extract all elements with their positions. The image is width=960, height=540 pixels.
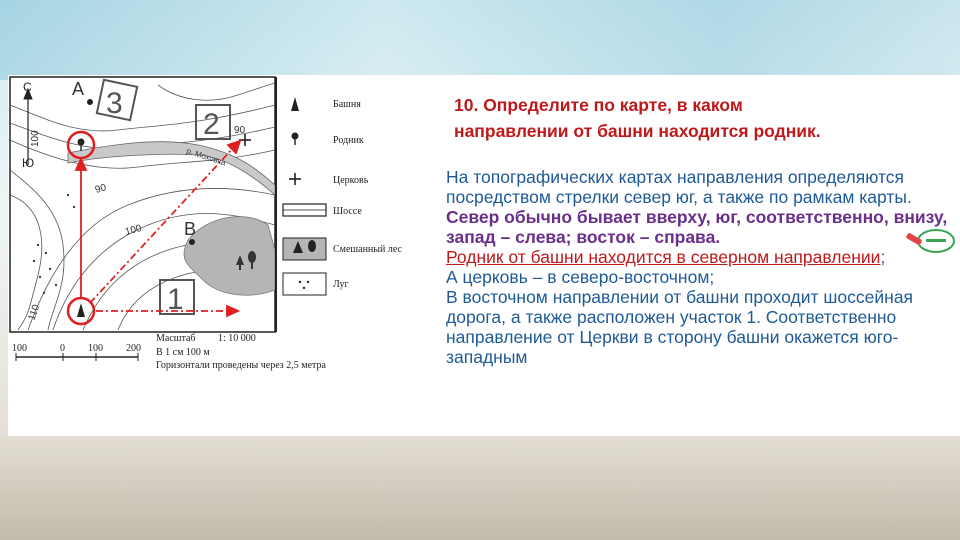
background-sky bbox=[0, 0, 960, 80]
spring-icon bbox=[77, 138, 85, 151]
meadow-dots bbox=[32, 193, 76, 295]
background-sand bbox=[0, 436, 960, 540]
contour-label: 110 bbox=[26, 303, 42, 322]
answer-paragraph-2: Родник от башни находится в северном нап… bbox=[446, 247, 958, 267]
answer-paragraph-1: На топографических картах направления оп… bbox=[446, 167, 958, 247]
text-area: 10. Определите по карте, в каком направл… bbox=[446, 92, 958, 367]
question-title: 10. Определите по карте, в каком направл… bbox=[454, 92, 958, 144]
svg-text:100: 100 bbox=[88, 343, 103, 354]
svg-text:2: 2 bbox=[203, 108, 220, 141]
svg-text:Шоссе: Шоссе bbox=[333, 206, 362, 217]
brand-logo-icon bbox=[906, 229, 955, 253]
area-square-2: 2 bbox=[195, 104, 231, 141]
svg-text:Смешанный лес: Смешанный лес bbox=[333, 244, 403, 255]
north-label: С bbox=[23, 80, 32, 94]
answer-intro: На топографических картах направления оп… bbox=[446, 167, 912, 207]
point-b-marker bbox=[189, 239, 195, 245]
tower-highlight-circle bbox=[66, 296, 96, 326]
point-a-marker bbox=[87, 99, 93, 105]
legend-meadow: Луг bbox=[282, 272, 349, 296]
svg-text:3: 3 bbox=[106, 87, 123, 120]
question-title-line2: направлении от башни находится родник. bbox=[454, 121, 821, 141]
legend-mixed-forest: Смешанный лес bbox=[282, 237, 403, 261]
direction-arrows bbox=[74, 139, 242, 318]
east-answer: В восточном направлении от башни проходи… bbox=[446, 287, 914, 367]
scale-ratio: 1: 10 000 bbox=[218, 333, 256, 344]
svg-text:1: 1 bbox=[167, 283, 184, 316]
area-square-1: 1 bbox=[159, 279, 195, 316]
north-arrow bbox=[23, 87, 33, 165]
answer-highlight: Север обычно бывает вверху, юг, соответс… bbox=[446, 207, 948, 247]
south-label: Ю bbox=[22, 156, 34, 170]
question-title-line1: 10. Определите по карте, в каком bbox=[454, 95, 743, 115]
spring-answer: Родник от башни находится в северном нап… bbox=[446, 247, 881, 267]
svg-text:100: 100 bbox=[12, 343, 27, 354]
answer-semicolon: ; bbox=[880, 247, 886, 267]
legend: Башня Родник Церковь Шоссе Смешанный лес bbox=[282, 97, 403, 296]
svg-text:Луг: Луг bbox=[333, 279, 349, 290]
contour-label: 100 bbox=[124, 223, 143, 238]
contour-note: Горизонтали проведены через 2,5 метра bbox=[156, 360, 327, 371]
contour-label: 90 bbox=[94, 182, 108, 196]
tower-icon bbox=[77, 303, 85, 317]
contour-label: 90 bbox=[234, 125, 246, 136]
svg-text:200: 200 bbox=[126, 343, 141, 354]
point-a-label: А bbox=[72, 79, 84, 99]
point-b-label: В bbox=[184, 219, 196, 239]
svg-text:Родник: Родник bbox=[333, 135, 364, 146]
scale-bar: 100 0 100 200 Масштаб 1: 10 000 В 1 см 1… bbox=[12, 333, 327, 371]
arrow-northeast bbox=[89, 146, 235, 304]
answer-highlight-end: . bbox=[715, 227, 721, 247]
legend-spring: Родник bbox=[291, 132, 364, 146]
mixed-forest-icon bbox=[236, 251, 256, 270]
legend-tower: Башня bbox=[291, 97, 361, 111]
svg-text:Церковь: Церковь bbox=[333, 175, 369, 186]
scale-line: В 1 см 100 м bbox=[156, 347, 210, 358]
legend-highway: Шоссе bbox=[282, 203, 362, 217]
contour-label: 100 bbox=[30, 130, 41, 147]
svg-text:Башня: Башня bbox=[333, 99, 361, 110]
scale-title: Масштаб bbox=[156, 333, 196, 344]
legend-church: Церковь bbox=[289, 173, 369, 186]
area-square-3: 3 bbox=[95, 78, 139, 122]
church-answer: А церковь – в северо-восточном; bbox=[446, 267, 715, 287]
forest-area bbox=[183, 216, 276, 296]
answer-body: На топографических картах направления оп… bbox=[446, 167, 958, 367]
topographic-map: С Ю 100 90 90 100 110 р. Моховка 3 2 1 А… bbox=[8, 75, 426, 375]
contour-lines bbox=[9, 82, 276, 331]
svg-text:0: 0 bbox=[60, 343, 65, 354]
